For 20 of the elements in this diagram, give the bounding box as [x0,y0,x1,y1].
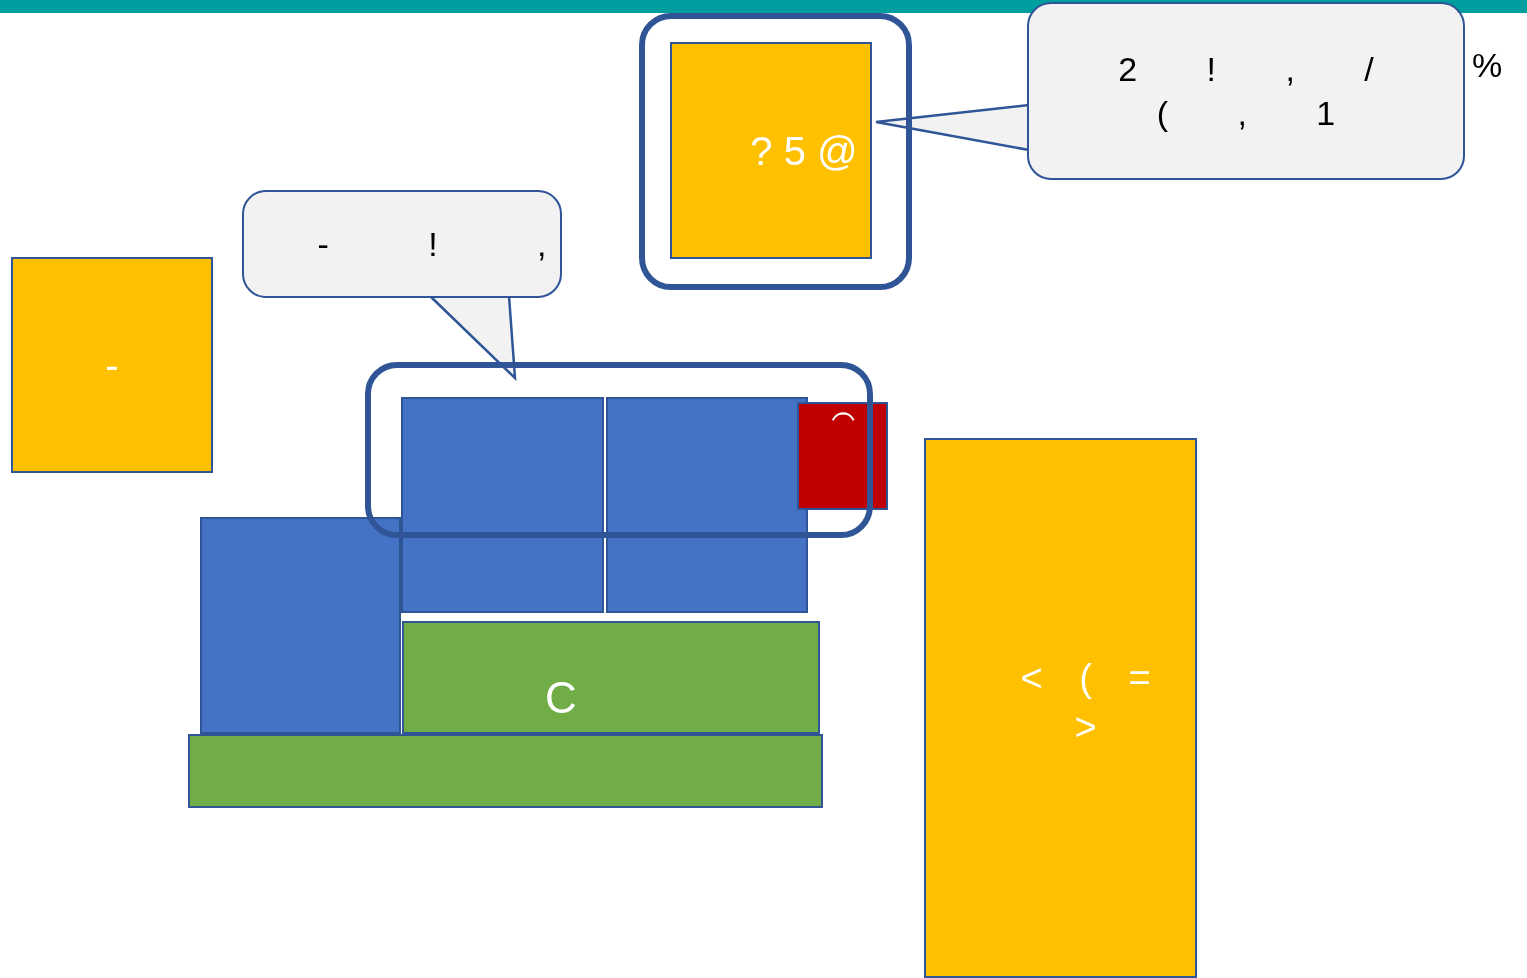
label-text: C [545,671,578,724]
block [401,397,604,613]
label-text: - [105,342,119,389]
block [188,734,823,808]
label-text: 2 ! , / ( , 1 [1117,48,1375,134]
label-text: - ! , [316,223,547,265]
label-text: < ( = > [1019,655,1152,750]
rounded-frame [365,362,873,538]
label-text: ⁀ [830,407,855,454]
block [200,517,401,734]
block [606,397,808,613]
block [402,621,820,734]
process-box [11,257,213,473]
process-box [924,438,1197,978]
label-text: ? 5 @ [749,127,859,175]
block [797,402,888,510]
side-text: % [1472,46,1503,85]
rounded-frame [639,13,912,290]
callout-bubble [1027,2,1465,180]
process-box [670,42,872,259]
